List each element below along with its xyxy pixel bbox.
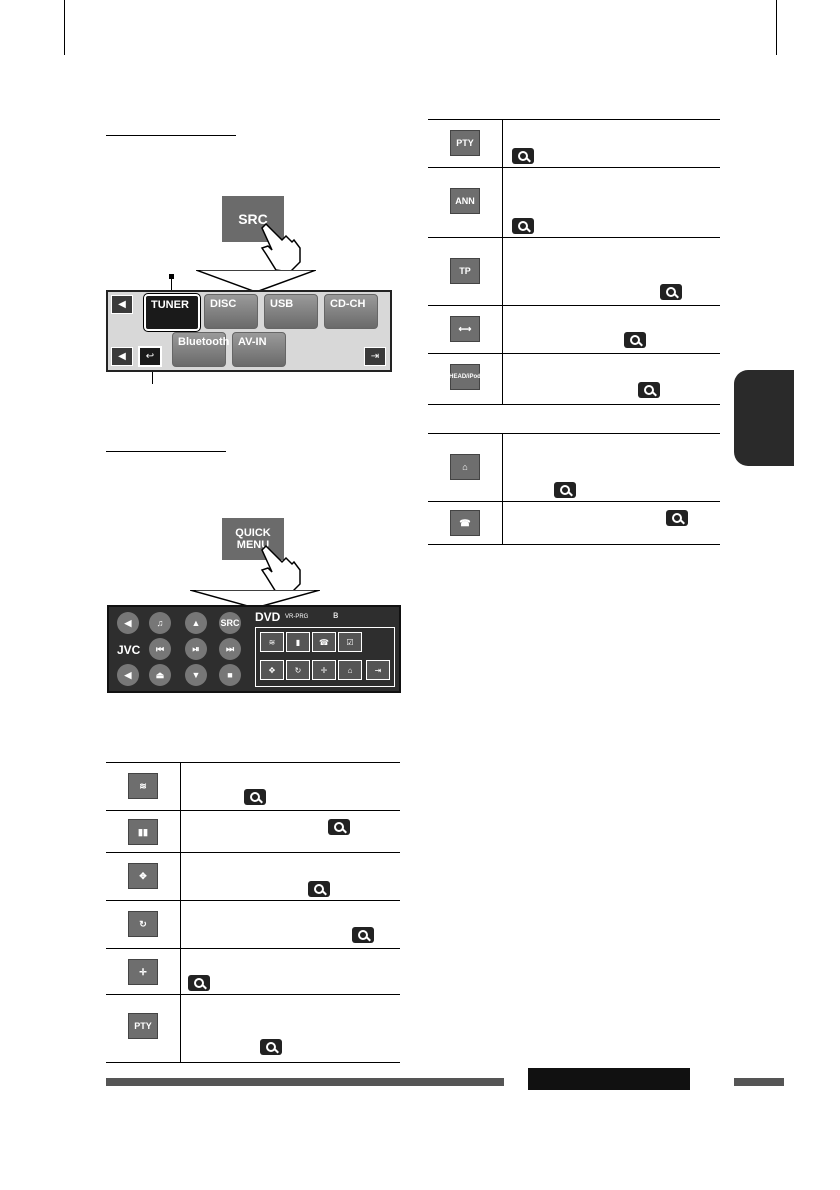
quick-menu-label-2: MENU (236, 539, 270, 551)
pty-search-icon: PTY (450, 130, 480, 156)
source-tile-av-in[interactable]: AV-IN (232, 332, 286, 367)
exit-icon[interactable]: ⇥ (364, 347, 386, 366)
table-row: ✥ (106, 852, 400, 901)
source-tile-usb[interactable]: USB (264, 294, 318, 329)
source-tile-bluetooth[interactable]: Bluetooth (172, 332, 229, 367)
table-row: ⌂ (428, 433, 720, 502)
speaker-icon[interactable]: ◀ (117, 664, 139, 686)
exit-icon[interactable]: ⇥ (366, 660, 390, 680)
sound-waves-icon: ≋ (128, 773, 158, 799)
speaker-balance-icon: ✥ (128, 863, 158, 889)
source-tile-disc[interactable]: DISC (204, 294, 258, 329)
play-pause-icon[interactable]: ⏯ (185, 638, 207, 660)
dvd-label: DVD (255, 610, 281, 624)
magnifier-icon (328, 819, 350, 835)
down-arrow-icon[interactable]: ▼ (185, 664, 207, 686)
camera-icon[interactable]: ⌂ (338, 660, 362, 680)
bluetooth-icon: ʙ (333, 610, 339, 621)
magnifier-icon (352, 927, 374, 943)
phone-icon: ☎ (450, 510, 480, 536)
jvc-logo: JVC (117, 643, 141, 657)
next-track-icon[interactable]: ⏭ (219, 638, 241, 660)
pointer-triangle (196, 270, 316, 292)
phone-icon[interactable]: ☎ (312, 632, 336, 652)
right-icon-table: PTY ANN TP ⟷ HEAD/iPod (428, 119, 720, 405)
table-row: ↻ (106, 900, 400, 949)
table-row: ▮▮ (106, 810, 400, 853)
callout-line (152, 366, 153, 384)
magnifier-icon (260, 1039, 282, 1055)
sound-waves-icon[interactable]: ≋ (260, 632, 284, 652)
src-button-label: SRC (238, 211, 268, 227)
speaker-icon[interactable]: ◀ (111, 347, 133, 366)
right-icon-table-2: ⌂ ☎ (428, 433, 720, 545)
equalizer-icon: ▮▮ (128, 819, 158, 845)
speaker-icon[interactable]: ◀ (111, 295, 133, 314)
speaker-balance-icon[interactable]: ✥ (260, 660, 284, 680)
table-row: PTY (428, 119, 720, 168)
magnifier-icon (666, 510, 688, 526)
music-settings-icon[interactable]: ♫ (149, 612, 171, 634)
pointer-triangle (190, 590, 320, 608)
magnifier-icon (188, 975, 210, 991)
table-row: ANN (428, 167, 720, 238)
section-heading-underline (106, 135, 236, 136)
tp-check-icon: TP (450, 258, 480, 284)
repeat-icon[interactable]: ↻ (286, 660, 310, 680)
table-row: HEAD/iPod (428, 353, 720, 405)
table-row: PTY (106, 994, 400, 1063)
footer-label-block (528, 1068, 690, 1090)
ann-check-icon: ANN (450, 188, 480, 214)
previous-track-icon[interactable]: ⏮ (149, 638, 171, 660)
camera-icon: ⌂ (450, 454, 480, 480)
left-icon-table: ≋ ▮▮ ✥ ↻ ✛ PTY (106, 762, 400, 1063)
table-row: ✛ (106, 948, 400, 995)
source-menu-panel: ◀ TUNER DISC USB CD-CH ◀ ↩ Bluetooth AV-… (106, 290, 392, 372)
magnifier-icon (638, 382, 660, 398)
repeat-icon: ↻ (128, 911, 158, 937)
table-row: ⟷ (428, 305, 720, 354)
quick-menu-label-1: QUICK (235, 527, 271, 539)
crop-mark (64, 0, 65, 55)
footer-page-bar (734, 1078, 784, 1086)
up-arrow-icon[interactable]: ▲ (185, 612, 207, 634)
pointing-hand-icon (260, 544, 301, 595)
language-tab (734, 370, 794, 466)
tp-check-icon[interactable]: ☑ (338, 632, 362, 652)
magnifier-icon (624, 332, 646, 348)
quick-menu-grid: ≋ ▮ ☎ ☑ ✥ ↻ ✛ ⌂ ⇥ (255, 627, 395, 687)
source-tile-tuner[interactable]: TUNER (143, 293, 201, 332)
callout-line (171, 278, 172, 296)
magnifier-icon (660, 284, 682, 300)
magnifier-icon (244, 789, 266, 805)
table-row: TP (428, 237, 720, 306)
pty-check-icon: PTY (128, 1013, 158, 1039)
src-icon[interactable]: SRC (219, 612, 241, 634)
table-row: ≋ (106, 762, 400, 811)
width-adjust-icon: ⟷ (450, 316, 480, 342)
equalizer-icon[interactable]: ▮ (286, 632, 310, 652)
magnifier-icon (512, 148, 534, 164)
footer-bar (106, 1078, 504, 1086)
back-arrow-icon[interactable]: ↩ (138, 346, 162, 367)
pointing-hand-icon (260, 222, 301, 273)
magnifier-icon (308, 881, 330, 897)
src-button[interactable]: SRC (222, 196, 284, 242)
crop-mark (776, 0, 777, 55)
dvd-sublabel: VR-PRG (285, 614, 309, 620)
table-row: ☎ (428, 501, 720, 545)
head-ipod-icon: HEAD/iPod (449, 364, 481, 390)
stop-icon[interactable]: ■ (219, 664, 241, 686)
callout-dot (169, 274, 174, 279)
magnifier-icon (512, 218, 534, 234)
section-heading-underline (106, 451, 226, 452)
cross-arrows-icon[interactable]: ✛ (312, 660, 336, 680)
quick-menu-panel: ◀ ♫ ▲ SRC JVC ⏮ ⏯ ⏭ ◀ ⏏ ▼ ■ DVD VR-PRG ʙ… (107, 605, 401, 693)
eject-icon[interactable]: ⏏ (149, 664, 171, 686)
speaker-icon[interactable]: ◀ (117, 612, 139, 634)
cross-arrows-icon: ✛ (128, 959, 158, 985)
magnifier-icon (554, 482, 576, 498)
source-tile-cd-ch[interactable]: CD-CH (324, 294, 378, 329)
